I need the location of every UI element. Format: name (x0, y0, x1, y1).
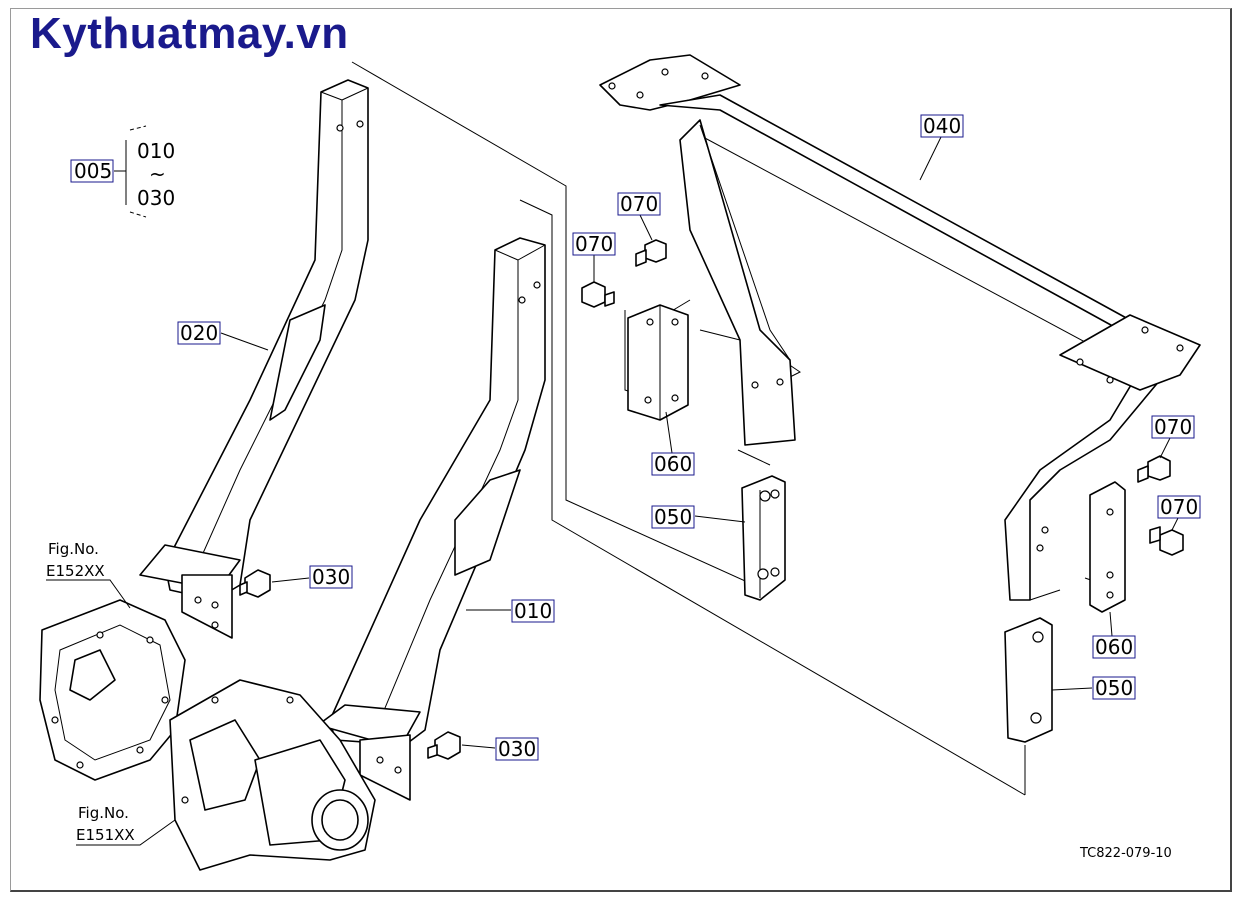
svg-text:050: 050 (654, 505, 692, 529)
callout-020: 020 (177, 321, 269, 351)
fig-ref-1-title: Fig.No. (48, 540, 99, 558)
arch-frame-040 (599, 54, 1201, 601)
bracket-060-left (627, 304, 689, 421)
fig-ref-e152xx: Fig.No. E152XX (46, 540, 131, 609)
assembly-lines (351, 61, 1106, 796)
bolt-070-b (581, 281, 615, 308)
frame-post-020 (139, 79, 369, 639)
fig-ref-2-code: E151XX (76, 826, 135, 844)
callout-030-lower: 030 (461, 737, 539, 761)
fig-ref-e151xx: Fig.No. E151XX (76, 804, 176, 846)
svg-text:030: 030 (312, 565, 350, 589)
svg-text:020: 020 (180, 321, 218, 345)
drawing-frame (10, 8, 1232, 892)
plate-050-lower (1004, 617, 1053, 743)
bolt-070-c (1137, 455, 1171, 483)
svg-text:070: 070 (1154, 415, 1192, 439)
frame-post-010 (317, 237, 546, 801)
callout-060-left: 060 (651, 411, 695, 476)
group-label-005: 005 010 ~ 030 (70, 125, 175, 218)
svg-text:010: 010 (514, 599, 552, 623)
brand-logo-text: Kythuatmay.vn (30, 9, 349, 58)
callout-070-d: 070 (1157, 495, 1201, 531)
callout-070-b: 070 (572, 232, 616, 283)
svg-text:040: 040 (923, 114, 961, 138)
callout-070-c: 070 (1151, 415, 1195, 459)
callout-040: 040 (919, 114, 964, 181)
callout-060-right: 060 (1092, 611, 1136, 659)
svg-text:070: 070 (575, 232, 613, 256)
group-tilde: ~ (149, 162, 166, 186)
plate-050-upper (741, 475, 786, 601)
bracket-060-right (1089, 481, 1126, 613)
group-code: 005 (74, 159, 112, 183)
callout-050-lower: 050 (1051, 676, 1136, 700)
callout-070-a: 070 (617, 192, 661, 241)
group-from: 010 (137, 139, 175, 163)
callout-010: 010 (466, 599, 555, 623)
svg-text:030: 030 (498, 737, 536, 761)
svg-text:060: 060 (654, 452, 692, 476)
fig-ref-1-code: E152XX (46, 562, 105, 580)
bolt-070-a (635, 239, 667, 267)
svg-text:070: 070 (1160, 495, 1198, 519)
housing-e152xx (39, 599, 186, 781)
housing-e151xx (169, 679, 376, 871)
svg-text:050: 050 (1095, 676, 1133, 700)
bolt-030-upper (239, 569, 271, 598)
bolt-070-d (1149, 526, 1184, 556)
drawing-code: TC822-079-10 (1079, 846, 1172, 861)
bolt-030-lower (427, 731, 461, 760)
fig-ref-2-title: Fig.No. (78, 804, 129, 822)
callout-050-upper: 050 (651, 505, 746, 529)
svg-text:060: 060 (1095, 635, 1133, 659)
group-to: 030 (137, 186, 175, 210)
callout-030-upper: 030 (271, 565, 353, 589)
svg-text:070: 070 (620, 192, 658, 216)
